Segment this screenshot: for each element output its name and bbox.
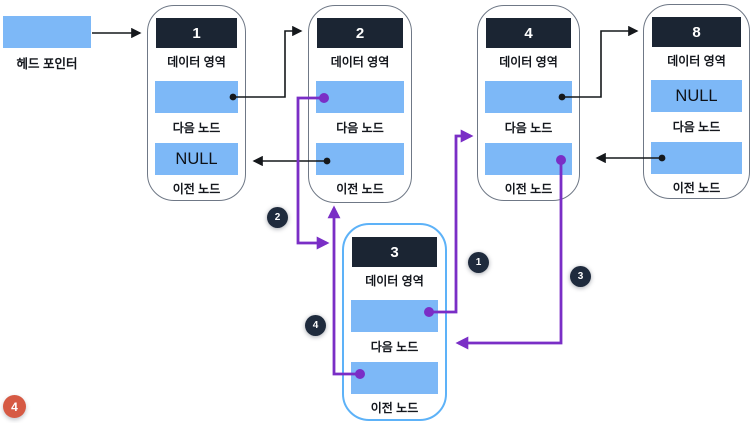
node-3-data-label: 데이터 영역 [365,274,424,288]
node-4-next-slot [485,81,572,113]
node-8-value: 8 [652,17,741,47]
node-3-inserted: 3 데이터 영역 다음 노드 이전 노드 [342,223,447,421]
node-8-prev-slot [651,142,742,174]
node-2-prev-slot [316,143,404,175]
node-3-prev-slot [351,362,438,394]
node-1-data-label: 데이터 영역 [167,55,226,69]
node-2-next-label: 다음 노드 [336,121,384,135]
node-3-next-slot [351,300,438,332]
node-4: 4 데이터 영역 다음 노드 이전 노드 [477,5,580,201]
node-4-next-label: 다음 노드 [504,121,553,135]
node-8-next-slot: NULL [651,80,742,112]
node-1-prev-slot: NULL [155,143,238,175]
node-3-prev-label: 이전 노드 [370,401,419,415]
node-2: 2 데이터 영역 다음 노드 이전 노드 [308,5,412,203]
node-2-next-slot [316,81,404,113]
node-3-value: 3 [352,237,437,267]
node-8: 8 데이터 영역 NULL 다음 노드 이전 노드 [643,4,750,199]
node-4-value: 4 [486,18,571,48]
node-2-data-label: 데이터 영역 [330,55,390,69]
node-1: 1 데이터 영역 다음 노드 NULL 이전 노드 [147,5,246,201]
node-8-prev-label: 이전 노드 [672,181,721,195]
step-4-marker: 4 [305,315,326,336]
node-2-value: 2 [317,18,403,48]
node-2-prev-label: 이전 노드 [336,182,384,196]
node-8-next-label: 다음 노드 [672,120,721,134]
node-8-data-label: 데이터 영역 [667,54,726,68]
step-2-marker: 2 [267,207,288,228]
black-pointer-dots [229,93,666,165]
node-1-value: 1 [156,18,237,48]
step-3-marker: 3 [570,266,591,287]
node-4-prev-slot [485,143,572,175]
node-1-next-slot [155,81,238,113]
head-pointer-box [3,16,91,48]
node-1-prev-label: 이전 노드 [172,182,221,196]
node-1-next-label: 다음 노드 [172,121,221,135]
node-3-next-label: 다음 노드 [370,340,419,354]
node-4-data-label: 데이터 영역 [499,55,558,69]
head-pointer-label: 헤드 포인터 [16,57,78,71]
step-1-marker: 1 [468,252,489,273]
node-4-prev-label: 이전 노드 [504,182,553,196]
figure-number-badge: 4 [3,395,26,418]
